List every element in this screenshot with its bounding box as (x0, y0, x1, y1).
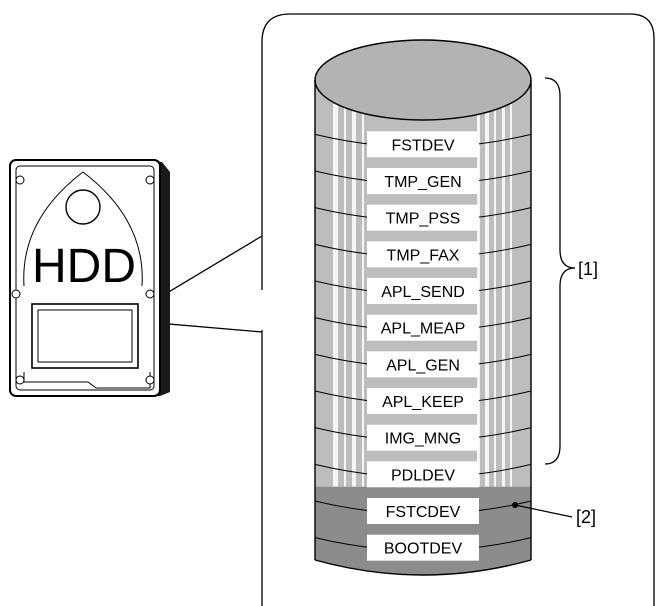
partition-label: APL_MEAP (381, 321, 465, 338)
partition-label: APL_KEEP (382, 394, 464, 411)
partition-label-box (367, 424, 479, 451)
partition-label-box (367, 388, 479, 414)
hdd-label: HDD (32, 240, 136, 293)
group2-callout-label: [2] (576, 507, 596, 527)
cylinder-stripe (362, 104, 364, 572)
cylinder-stripe (344, 104, 346, 572)
cylinder-bottom-edge (314, 559, 532, 576)
partition-label: BOOTDEV (384, 541, 463, 558)
partition-label: TMP_FAX (387, 247, 460, 264)
partition-label: TMP_PSS (386, 211, 461, 228)
group1-callout-label: [1] (578, 259, 598, 279)
partition-label-box (367, 461, 479, 488)
partition-label: FSTCDEV (386, 504, 461, 521)
group2-leader-line (514, 504, 573, 518)
partition-label: IMG_MNG (385, 431, 461, 448)
cylinder-stripe (485, 104, 489, 572)
group1-bracket (544, 77, 576, 465)
partition-label-box (367, 168, 479, 194)
partition-label: PDLDEV (391, 467, 455, 484)
partition-label: APL_SEND (381, 284, 465, 301)
cylinder-stripe (352, 104, 356, 572)
partition-label-box (367, 241, 479, 268)
cylinder-stripe (510, 104, 512, 572)
cylinder-stripe (502, 104, 505, 572)
partition-label-box (367, 351, 479, 378)
hdd-illustration: HDD (9, 159, 170, 397)
partition-label-box (367, 131, 479, 158)
zoom-frame (261, 13, 655, 606)
partition-label-box (367, 204, 479, 231)
cylinder-top (314, 39, 532, 121)
partition-label: FSTDEV (391, 137, 454, 154)
partition-label-box (367, 314, 479, 341)
partition-label: TMP_GEN (384, 174, 461, 191)
cylinder-stripe (494, 104, 496, 572)
partition-label-box (367, 534, 479, 561)
cylinder-stripe (333, 104, 338, 572)
partition-stack: FSTDEV TMP_GEN TMP_PSS TMP_FAX APL_SEND APL_M… (314, 39, 532, 576)
partition-label: APL_GEN (386, 357, 460, 374)
partition-label-box (367, 498, 479, 524)
partition-label-box (367, 278, 479, 304)
